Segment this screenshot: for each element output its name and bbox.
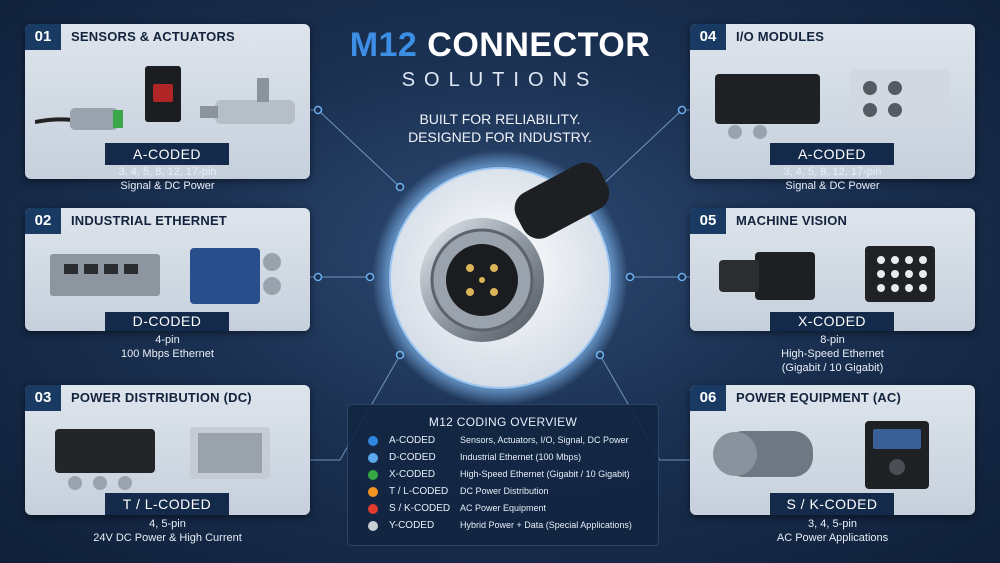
coding-label: A-CODED [105,143,229,165]
coding-label: S / K-CODED [770,493,894,515]
coding-label: X-CODED [770,312,894,331]
m12-connector-image [372,150,628,406]
card-title: POWER EQUIPMENT (AC) [736,390,902,405]
overview-code: T / L-CODED [389,486,449,497]
power-ac-product-image [713,421,929,489]
overview-row: T / L-CODED DC Power Distribution [368,484,658,501]
tagline-line: DESIGNED FOR INDUSTRY. [408,129,592,145]
overview-desc: Hybrid Power + Data (Special Application… [460,520,632,530]
overview-desc: Industrial Ethernet (100 Mbps) [460,452,582,462]
desc-line: Signal & DC Power [120,180,215,192]
card-number: 03 [25,385,61,411]
overview-code: Y-CODED [389,520,435,531]
coding-color-dot [368,470,378,480]
desc-line: High-Speed Ethernet [781,348,884,360]
card-number: 04 [690,24,726,50]
desc-line: 4-pin [155,334,180,346]
node-dot [313,272,323,282]
card-title: POWER DISTRIBUTION (DC) [71,390,252,405]
coding-label: D-CODED [105,312,229,331]
coding-color-dot [368,487,378,497]
tagline: BUILT FOR RELIABILITY. DESIGNED FOR INDU… [340,110,660,146]
overview-title: M12 CODING OVERVIEW [428,415,578,429]
ethernet-product-image [50,248,281,304]
desc-line: AC Power Applications [776,532,889,544]
overview-row: D-CODED Industrial Ethernet (100 Mbps) [368,450,658,467]
overview-row: Y-CODED Hybrid Power + Data (Special App… [368,518,658,535]
card-io-modules[interactable]: 04 I/O MODULES A-CODED [690,24,975,179]
card-industrial-ethernet[interactable]: 02 INDUSTRIAL ETHERNET D-CODED [25,208,310,331]
card-description: 4, 5-pin 24V DC Power & High Current [25,517,310,545]
desc-line: 24V DC Power & High Current [93,532,242,544]
card-number: 06 [690,385,726,411]
coding-color-dot [368,504,378,514]
power-dc-product-image [55,427,270,490]
coding-label: T / L-CODED [105,493,229,515]
card-sensors-actuators[interactable]: 01 SENSORS & ACTUATORS A-CODED [25,24,310,179]
node-dot [395,182,405,192]
card-title: SENSORS & ACTUATORS [71,29,235,44]
vision-product-image [719,246,935,302]
desc-line: 4, 5-pin [149,518,186,530]
desc-line: 3, 4, 5, 8, 12, 17-pin [118,166,217,178]
desc-line: (Gigabit / 10 Gigabit) [781,362,884,374]
card-number: 02 [25,208,61,234]
card-machine-vision[interactable]: 05 MACHINE VISION X-CODED [690,208,975,331]
card-description: 8-pin High-Speed Ethernet (Gigabit / 10 … [690,333,975,375]
desc-line: 100 Mbps Ethernet [121,348,214,360]
overview-code: S / K-CODED [389,503,451,514]
card-title: INDUSTRIAL ETHERNET [71,213,227,228]
coding-overview-panel: M12 CODING OVERVIEW A-CODED Sensors, Act… [347,404,659,546]
coding-color-dot [368,453,378,463]
title-accent: M12 [349,26,418,64]
title-subtitle: SOLUTIONS [401,69,599,91]
node-dot [313,105,323,115]
overview-row: A-CODED Sensors, Actuators, I/O, Signal,… [368,433,658,450]
desc-line: 3, 4, 5, 8, 12, 17-pin [783,166,882,178]
io-modules-product-image [715,70,950,139]
node-dot [677,105,687,115]
desc-line: 3, 4, 5-pin [808,518,857,530]
overview-desc: High-Speed Ethernet (Gigabit / 10 Gigabi… [460,469,630,479]
card-description: 4-pin 100 Mbps Ethernet [25,333,310,361]
card-power-equipment-ac[interactable]: 06 POWER EQUIPMENT (AC) S / K-CODED [690,385,975,515]
overview-row: S / K-CODED AC Power Equipment [368,501,658,518]
overview-code: D-CODED [389,452,436,463]
card-description: 3, 4, 5, 8, 12, 17-pin Signal & DC Power [690,165,975,193]
overview-desc: Sensors, Actuators, I/O, Signal, DC Powe… [460,435,629,445]
page-title: M12 CONNECTOR SOLUTIONS [340,26,660,92]
card-number: 01 [25,24,61,50]
overview-code: A-CODED [389,435,436,446]
card-description: 3, 4, 5-pin AC Power Applications [690,517,975,545]
desc-line: 8-pin [820,334,845,346]
sensors-product-image [35,66,295,130]
overview-desc: DC Power Distribution [460,486,549,496]
desc-line: Signal & DC Power [785,180,880,192]
node-dot [677,272,687,282]
coding-color-dot [368,521,378,531]
tagline-line: BUILT FOR RELIABILITY. [419,111,581,127]
card-description: 3, 4, 5, 8, 12, 17-pin Signal & DC Power [25,165,310,193]
overview-row: X-CODED High-Speed Ethernet (Gigabit / 1… [368,467,658,484]
card-power-distribution-dc[interactable]: 03 POWER DISTRIBUTION (DC) T / L-CODED [25,385,310,515]
card-title: I/O MODULES [736,29,825,44]
coding-label: A-CODED [770,143,894,165]
coding-color-dot [368,436,378,446]
overview-desc: AC Power Equipment [460,503,547,513]
title-main: CONNECTOR [427,26,651,64]
card-number: 05 [690,208,726,234]
overview-code: X-CODED [389,469,436,480]
card-title: MACHINE VISION [736,213,848,228]
